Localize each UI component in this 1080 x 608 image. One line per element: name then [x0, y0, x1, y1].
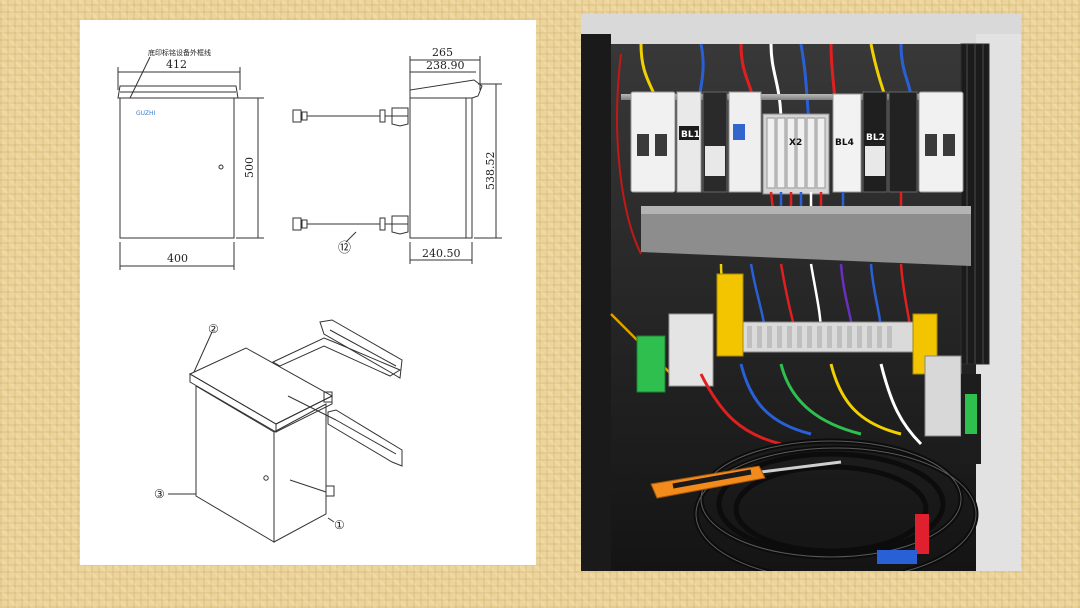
- dim-238-label: 238.90: [426, 59, 465, 72]
- iso-upper-rail: [271, 337, 402, 377]
- side-view: ⑫ 265 238.90 538.52 240.50: [292, 46, 502, 264]
- iso-callout-2: ②: [208, 322, 219, 336]
- yellow-surge-protector: [716, 273, 744, 357]
- cabinet-top-frame: [581, 14, 1021, 44]
- front-view: 412 底印标铭设备外框线 GUZHI 500 400: [117, 48, 264, 270]
- iso-front-face: [195, 385, 275, 543]
- dim-412-label: 412: [166, 58, 187, 71]
- bracket-callout: ⑫: [338, 241, 351, 256]
- module-label-bl4: BL4: [835, 138, 854, 148]
- cabinet-interior-photo: BL1 X2 BL4 BL2: [581, 14, 1021, 571]
- dim-265-label: 265: [432, 46, 453, 59]
- isometric-view: ② ③ ①: [154, 319, 403, 543]
- iso-callout-3: ③: [154, 487, 165, 501]
- side-lid: [409, 79, 483, 99]
- wiring-duct: [641, 206, 971, 266]
- screwdriver: [650, 460, 842, 499]
- iso-door-lock: [263, 475, 269, 481]
- technical-drawing-panel: 412 底印标铭设备外框线 GUZHI 500 400: [80, 20, 536, 565]
- green-connector: [636, 335, 666, 393]
- upper-bracket: [391, 107, 409, 127]
- front-body: [119, 97, 235, 239]
- lower-wire-bundle: [699, 363, 923, 446]
- dim-400-label: 400: [167, 252, 188, 265]
- technical-drawing: 412 底印标铭设备外框线 GUZHI 500 400: [117, 46, 502, 543]
- module-label-bl2: BL2: [866, 133, 885, 143]
- power-module: [668, 313, 714, 387]
- side-body: [409, 97, 473, 239]
- module-label-x2: X2: [789, 138, 802, 148]
- iso-lower-rail: [327, 409, 403, 467]
- top-note: 底印标铭设备外框线: [148, 48, 211, 57]
- photo-illustration: BL1 X2 BL4 BL2: [581, 14, 1021, 571]
- door-lock: [218, 164, 224, 170]
- lower-bracket: [391, 215, 409, 235]
- brand-mark: GUZHI: [136, 110, 156, 117]
- dim-500-label: 500: [243, 157, 256, 178]
- breaker-row: [630, 91, 964, 195]
- iso-side-face: [273, 403, 327, 543]
- dim-240-label: 240.50: [422, 247, 461, 260]
- iso-callout-1: ①: [334, 518, 345, 532]
- dim-538-label: 538.52: [484, 152, 497, 191]
- module-label-bl1: BL1: [681, 130, 700, 140]
